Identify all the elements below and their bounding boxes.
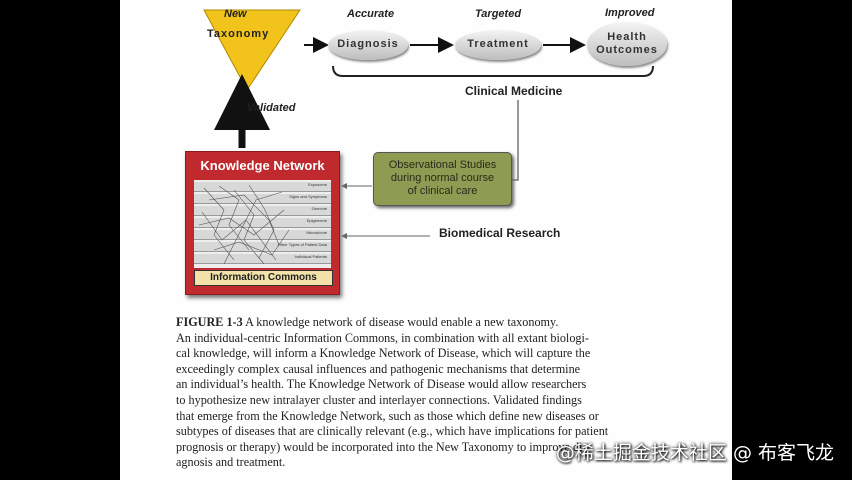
improved-label: Improved xyxy=(605,7,655,19)
observational-line: during normal course xyxy=(374,172,511,185)
caption-line: that emerge from the Knowledge Network, … xyxy=(176,409,676,425)
targeted-label: Targeted xyxy=(475,8,521,20)
outcomes-label: Outcomes xyxy=(587,44,667,56)
caption-line: cal knowledge, will inform a Knowledge N… xyxy=(176,346,676,362)
clinical-medicine-bracket xyxy=(333,66,653,76)
new-label: New xyxy=(224,8,247,20)
knowledge-network-layers: Exposome Signs and Symptoms Genome Epige… xyxy=(194,180,331,268)
network-lines xyxy=(194,180,331,268)
information-commons-label: Information Commons xyxy=(194,270,333,286)
caption-line: exceedingly complex causal influences an… xyxy=(176,362,676,378)
caption-line: an individual’s health. The Knowledge Ne… xyxy=(176,377,676,393)
figure-number: FIGURE 1-3 xyxy=(176,315,243,329)
taxonomy-label: Taxonomy xyxy=(207,28,269,40)
slide: New Taxonomy Accurate Diagnosis Targeted… xyxy=(120,0,732,480)
figure-title: A knowledge network of disease would ena… xyxy=(243,315,559,329)
health-label: Health xyxy=(587,31,667,43)
validated-label: Validated xyxy=(247,102,296,114)
watermark: @稀土掘金技术社区 @ 布客飞龙 xyxy=(556,438,834,465)
caption-line: An individual-centric Information Common… xyxy=(176,331,676,347)
taxonomy-triangle xyxy=(204,10,300,90)
knowledge-network-title: Knowledge Network xyxy=(190,158,335,173)
treatment-label: Treatment xyxy=(455,38,541,50)
observational-studies-box: Observational Studies during normal cour… xyxy=(373,152,512,206)
observational-line: of clinical care xyxy=(374,185,511,198)
clinical-medicine-label: Clinical Medicine xyxy=(465,84,562,98)
knowledge-network-box: Knowledge Network Exposome Signs and Sym… xyxy=(185,151,340,295)
accurate-label: Accurate xyxy=(347,8,394,20)
observational-line: Observational Studies xyxy=(374,159,511,172)
biomedical-research-label: Biomedical Research xyxy=(439,226,560,240)
caption-line: to hypothesize new intralayer cluster an… xyxy=(176,393,676,409)
diagnosis-label: Diagnosis xyxy=(328,38,408,50)
caption-title-line: FIGURE 1-3 A knowledge network of diseas… xyxy=(176,315,676,331)
